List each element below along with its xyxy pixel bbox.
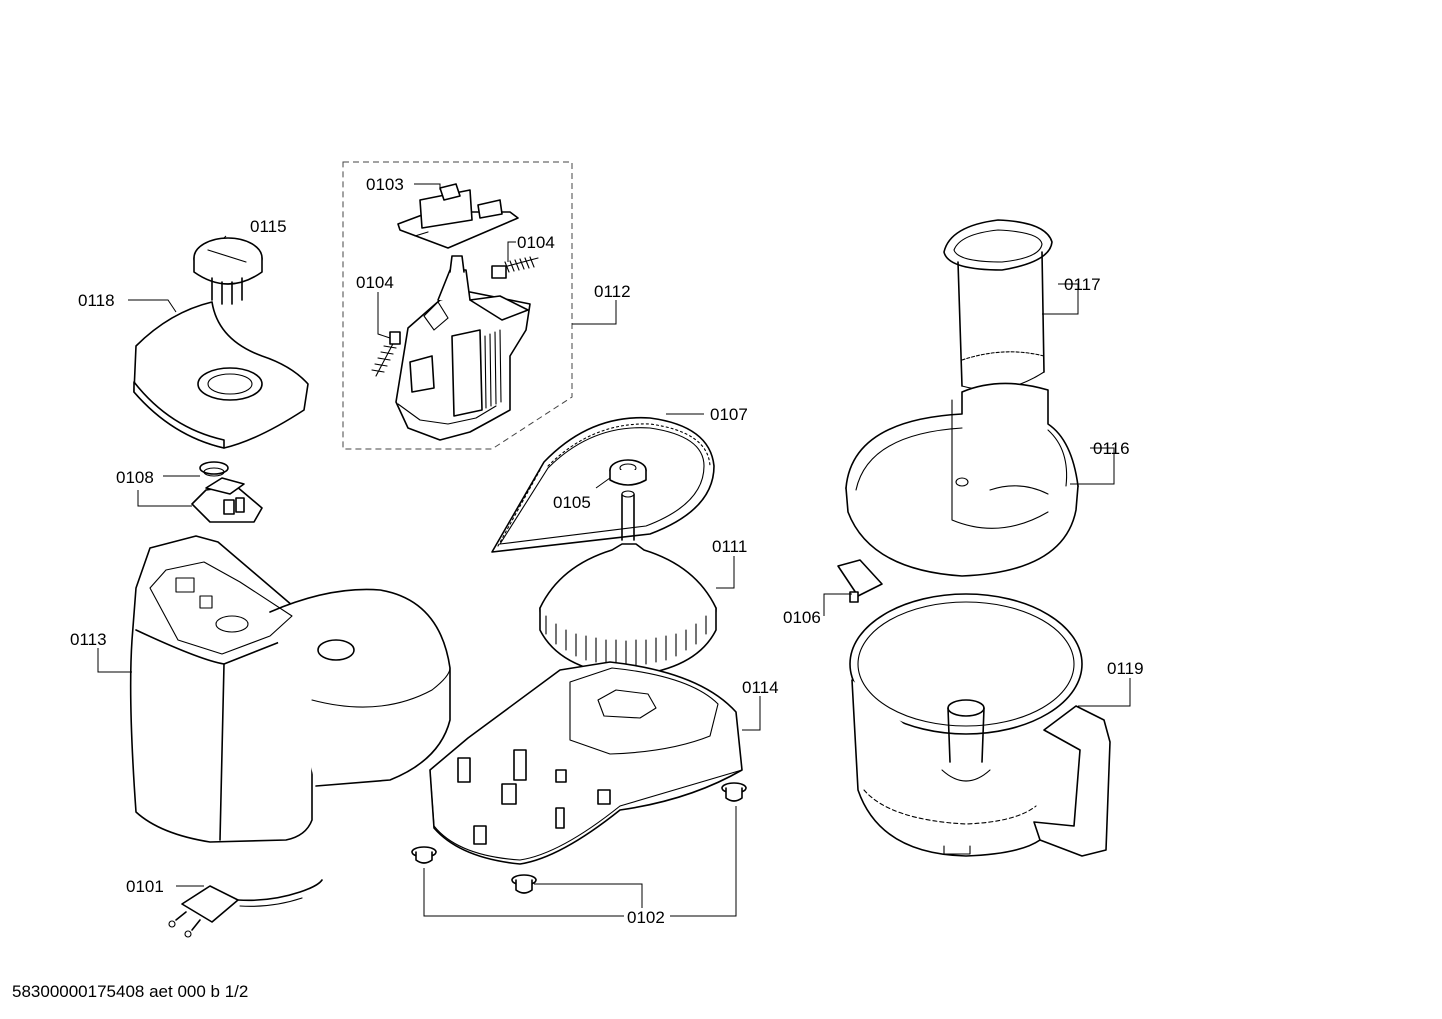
rubber-foot-left-part [411,846,437,864]
leader-lines [97,183,1131,917]
knob-part [193,237,263,305]
top-cover-part [133,301,309,449]
circuit-board-part [397,183,519,249]
brush-spring-right-part [491,256,539,279]
label-0118: 0118 [78,291,115,310]
label-0108: 0108 [116,468,154,487]
drive-belt-part [491,416,715,553]
label-0103: 0103 [366,175,404,194]
brush-spring-left-part [371,331,401,377]
label-0102: 0102 [627,908,665,927]
drive-shaft-top [621,490,635,498]
rubber-foot-right-part [721,782,747,802]
rubber-foot-center-part [511,874,537,894]
label-0105: 0105 [553,493,591,512]
base-tray-part [429,661,743,865]
label-0116: 0116 [1093,439,1130,458]
label-0104-left: 0104 [356,273,394,292]
motor-assembly-group [342,161,573,450]
document-id: 58300000175408 aet 000 b 1/2 [12,982,248,1001]
motor-part [395,255,531,441]
label-0115: 0115 [250,217,287,236]
spring-part [199,461,229,477]
switch-part [191,477,263,523]
food-pusher-part [943,219,1053,391]
label-0117: 0117 [1064,275,1101,294]
label-0107: 0107 [710,405,748,424]
label-0111: 0111 [712,537,747,556]
pulley-gear-part [539,543,717,701]
label-0106: 0106 [783,608,821,627]
main-housing-part [129,535,451,843]
bowl-lid-part [845,382,1079,577]
clip-part [837,559,883,603]
drive-shaft-part [621,493,635,541]
nut-part [609,459,647,486]
label-0113: 0113 [70,630,107,649]
power-cord-part [168,879,323,938]
label-0119: 0119 [1107,659,1144,678]
label-0114: 0114 [742,678,779,697]
mixing-bowl-part [849,593,1111,857]
label-0112: 0112 [594,282,631,301]
label-0101: 0101 [126,877,164,896]
label-0104-right: 0104 [517,233,555,252]
